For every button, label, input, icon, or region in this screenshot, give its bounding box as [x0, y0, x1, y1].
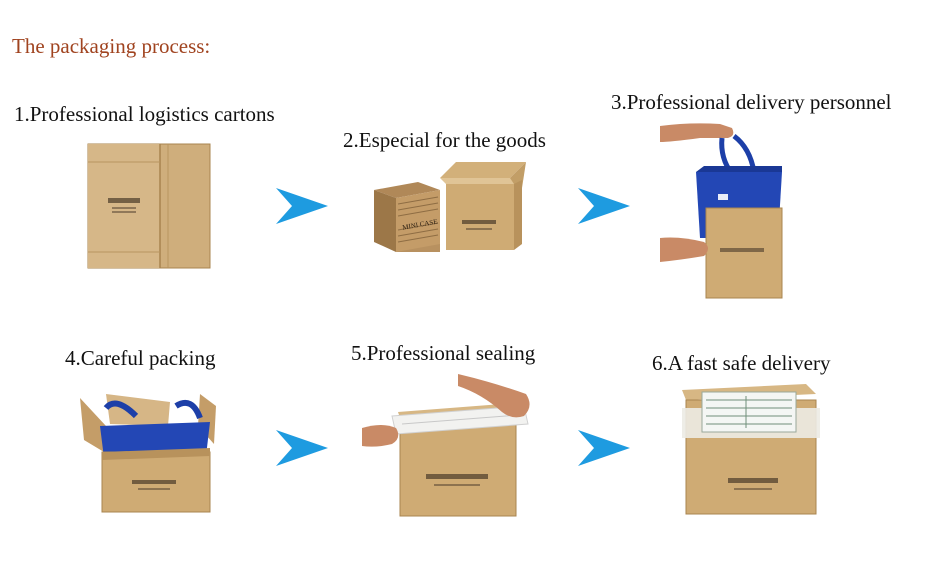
arrow-right-icon	[276, 188, 328, 224]
arrow-right-icon	[578, 430, 630, 466]
step-2-label: 2.Especial for the goods	[343, 128, 546, 152]
step-1-carton-image	[87, 143, 211, 269]
arrow-right-icon	[578, 188, 630, 224]
step-2-boxes-image: MINI CASE	[374, 162, 526, 252]
step-3-delivery-image	[660, 123, 783, 299]
step-6-label: 6.A fast safe delivery	[652, 351, 831, 375]
step-5-label: 5.Professional sealing	[351, 341, 536, 365]
step-1-label: 1.Professional logistics cartons	[14, 102, 275, 126]
step-3-label: 3.Professional delivery personnel	[611, 90, 892, 114]
arrow-right-icon	[276, 430, 328, 466]
step-4-packing-image	[80, 394, 216, 513]
page-title: The packaging process:	[12, 34, 211, 58]
step-5-sealing-image	[362, 374, 530, 517]
step-6-delivery-image	[682, 384, 820, 515]
step-4-label: 4.Careful packing	[65, 346, 216, 370]
